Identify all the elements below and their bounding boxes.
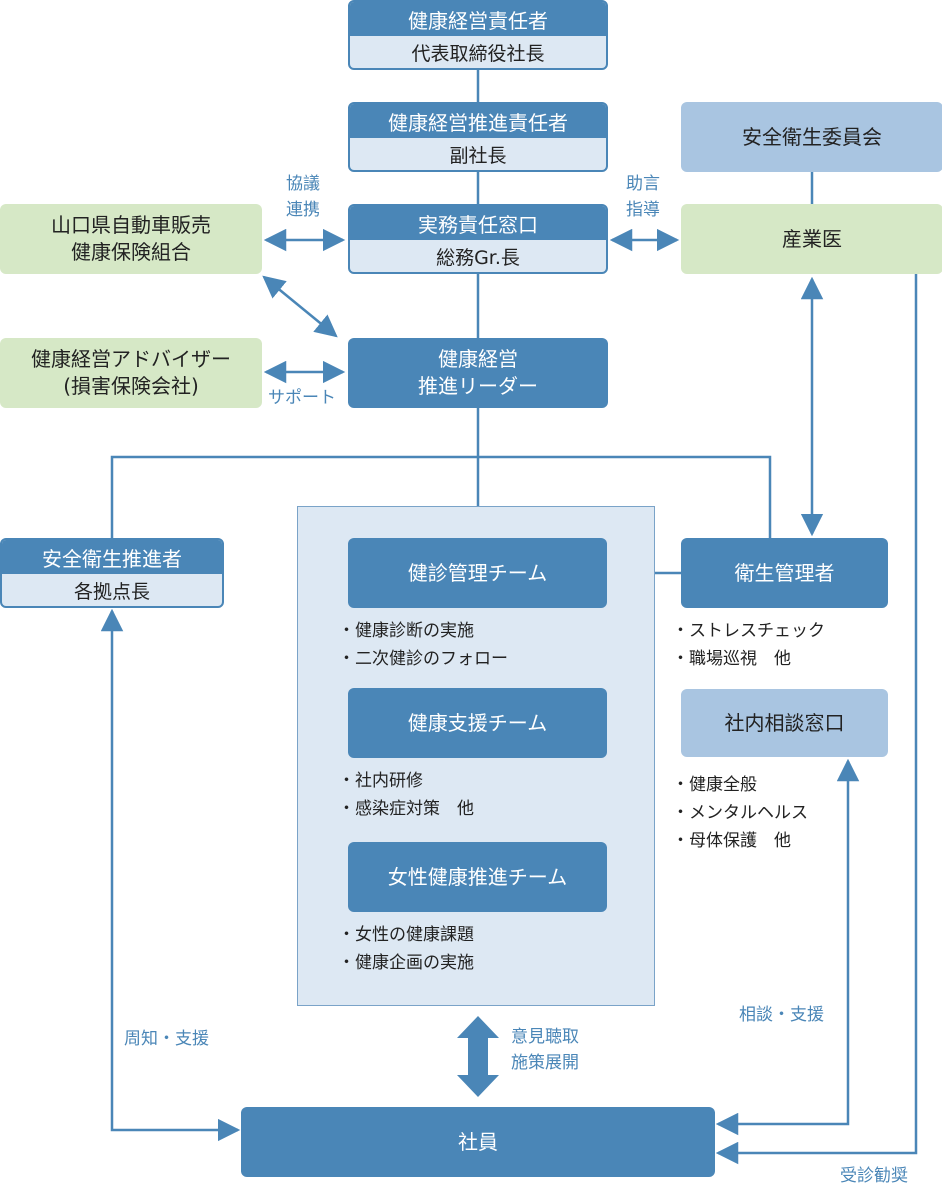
office-box: 実務責任窓口 総務Gr.長 (348, 204, 608, 274)
opinion-label-line1: 意見聴取 (511, 1027, 579, 1047)
advisor-line2: (損害保険会社) (63, 374, 199, 398)
women-team-box: 女性健康推進チーム (348, 842, 607, 912)
opinion-label-line2: 施策展開 (511, 1052, 579, 1073)
consult-box: 社内相談窓口 (681, 689, 888, 757)
ceo-box: 健康経営責任者 代表取締役社長 (348, 0, 608, 70)
discuss-label-line2: 連携 (286, 199, 320, 220)
insurance-line2: 健康保険組合 (71, 240, 191, 264)
hygiene-title: 衛生管理者 (734, 560, 835, 585)
branch-line (110, 455, 772, 538)
committee-title: 安全衛生委員会 (742, 124, 882, 149)
ceo-subtitle: 代表取締役社長 (411, 42, 545, 65)
office-title: 実務責任窓口 (350, 206, 606, 240)
hygiene-notes: ストレスチェック 職場巡視 他 (672, 617, 825, 673)
consult-notes: 健康全般 メンタルヘルス 母体保護 他 (672, 771, 808, 855)
doctor-title: 産業医 (782, 226, 842, 251)
safety-subtitle: 各拠点長 (73, 580, 150, 603)
consult-note: 健康全般 (672, 771, 808, 799)
consult-support-label: 相談・支援 (739, 1005, 824, 1025)
checkup-team-box: 健診管理チーム (348, 538, 607, 608)
advisor-box: 健康経営アドバイザー (損害保険会社) (0, 338, 262, 408)
insurance-leader-arrow (262, 275, 338, 338)
consult-note: メンタルヘルス (672, 799, 808, 827)
checkup-notes: 健康診断の実施 二次健診のフォロー (338, 617, 508, 673)
advice-label-line2: 指導 (626, 199, 660, 220)
promoter-box: 健康経営推進責任者 副社長 (348, 102, 608, 172)
discuss-label: 協議 連携 (286, 172, 320, 223)
safety-employees-arrow (100, 608, 241, 1142)
hygiene-note: ストレスチェック (672, 617, 825, 645)
checkup-team-title: 健診管理チーム (407, 560, 548, 585)
support-note: 感染症対策 他 (338, 795, 474, 823)
support-team-box: 健康支援チーム (348, 688, 607, 758)
checkup-note: 二次健診のフォロー (338, 645, 508, 673)
promoter-subtitle: 副社長 (449, 144, 507, 167)
committee-box: 安全衛生委員会 (681, 102, 942, 172)
advice-label-line1: 助言 (626, 174, 660, 194)
discuss-label-line1: 協議 (286, 174, 320, 194)
opinion-double-arrow (457, 1016, 499, 1097)
safety-box: 安全衛生推進者 各拠点長 (0, 538, 224, 608)
leader-box: 健康経営 推進リーダー (348, 338, 608, 408)
advisor-line1: 健康経営アドバイザー (31, 347, 231, 371)
advice-label: 助言 指導 (626, 172, 660, 223)
doctor-employees-arrow (715, 274, 918, 1165)
women-notes: 女性の健康課題 健康企画の実施 (338, 921, 474, 977)
employees-box: 社員 (241, 1107, 715, 1177)
consult-title: 社内相談窓口 (724, 710, 845, 735)
support-note: 社内研修 (338, 767, 474, 795)
opinion-label: 意見聴取 施策展開 (511, 1025, 579, 1076)
women-note: 女性の健康課題 (338, 921, 474, 949)
consult-employees-arrow (715, 758, 860, 1136)
women-note: 健康企画の実施 (338, 949, 474, 977)
support-notes: 社内研修 感染症対策 他 (338, 767, 474, 823)
recommend-label: 受診勧奨 (840, 1166, 908, 1186)
promoter-title: 健康経営推進責任者 (350, 104, 606, 138)
consult-note: 母体保護 他 (672, 827, 808, 855)
leader-line2: 推進リーダー (418, 374, 538, 398)
hygiene-note: 職場巡視 他 (672, 645, 825, 673)
insurance-line1: 山口県自動車販売 (51, 213, 211, 237)
office-subtitle: 総務Gr.長 (436, 246, 520, 269)
notify-label: 周知・支援 (124, 1029, 209, 1049)
support-team-title: 健康支援チーム (407, 710, 548, 735)
women-team-title: 女性健康推進チーム (387, 864, 568, 889)
support-label: サポート (268, 388, 336, 408)
doctor-box: 産業医 (681, 204, 942, 274)
safety-title: 安全衛生推進者 (2, 540, 222, 574)
checkup-note: 健康診断の実施 (338, 617, 508, 645)
ceo-title: 健康経営責任者 (350, 2, 606, 36)
insurance-box: 山口県自動車販売 健康保険組合 (0, 204, 262, 274)
leader-line1: 健康経営 (438, 347, 518, 371)
hygiene-box: 衛生管理者 (681, 538, 888, 608)
employees-title: 社員 (458, 1129, 498, 1154)
